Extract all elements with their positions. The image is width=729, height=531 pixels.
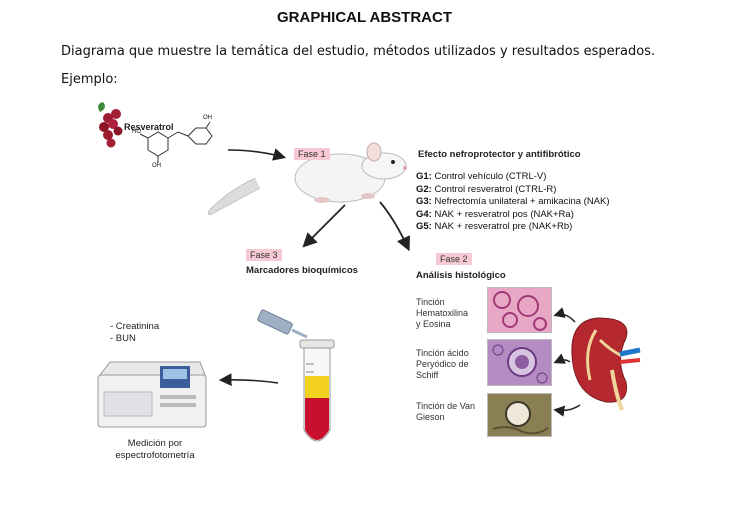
intro-text: Diagrama que muestre la temática del est…	[61, 44, 656, 59]
histology-image-vg	[487, 393, 552, 437]
phase3-heading: Marcadores bioquímicos	[246, 265, 358, 276]
marker-bun: - BUN	[110, 333, 136, 344]
stain-label-he: Tinción Hematoxilina y Eosina	[416, 297, 469, 329]
measurement-label: Medición por espectrofotometría	[115, 438, 195, 461]
compound-name: Resveratrol	[124, 122, 174, 132]
histology-image-he	[487, 287, 552, 333]
arrow-to-fase2	[379, 201, 410, 252]
resveratrol-molecule	[139, 121, 213, 163]
group-item: G5: NAK + resveratrol pre (NAK+Rb)	[416, 221, 573, 232]
stain-label-vg: Tinción de Van Gieson	[416, 401, 476, 422]
spectrophotometer-icon	[97, 361, 207, 428]
mouse-icon	[208, 142, 407, 216]
stain-label-pas: Tinción ácido Peryódico de Schiff	[416, 348, 469, 380]
marker-creatinina: - Creatinina	[110, 321, 160, 332]
group-item: G4: NAK + resveratrol pos (NAK+Ra)	[416, 208, 574, 220]
arrow-kidney-vg	[553, 404, 581, 417]
phase2-heading: Análisis histológico	[416, 270, 506, 281]
group-item: G2: Control resveratrol (CTRL-R)	[416, 183, 557, 195]
molecule-oh-top: OH	[203, 115, 212, 121]
molecule-ho-left: HO	[132, 129, 141, 135]
kidney-icon	[571, 317, 641, 411]
group-list: G1: Control vehículo (CTRL-V) G2: Contro…	[416, 171, 610, 234]
arrow-kidney-he	[553, 307, 576, 323]
phase3-tag: Fase 3	[246, 249, 282, 261]
group-item: G3: Nefrectomía unilateral + amikacina (…	[416, 196, 610, 207]
test-tube-icon	[299, 339, 335, 442]
arrow-to-mouse	[227, 148, 287, 161]
histology-image-pas	[487, 339, 552, 386]
phase1-tag: Fase 1	[294, 148, 330, 160]
example-label: Ejemplo:	[61, 72, 118, 87]
phase1-heading: Efecto nefroprotector y antifibrótico	[418, 149, 581, 160]
arrow-to-spectro	[218, 373, 279, 387]
arrow-to-fase3	[302, 204, 346, 248]
group-item: G1: Control vehículo (CTRL-V)	[416, 171, 547, 182]
pipette-icon	[257, 309, 308, 339]
molecule-oh-bottom: OH	[152, 163, 161, 169]
page-title: GRAPHICAL ABSTRACT	[277, 9, 452, 26]
arrow-kidney-pas	[553, 353, 571, 364]
grapes-icon	[98, 102, 123, 148]
phase2-tag: Fase 2	[436, 253, 472, 265]
